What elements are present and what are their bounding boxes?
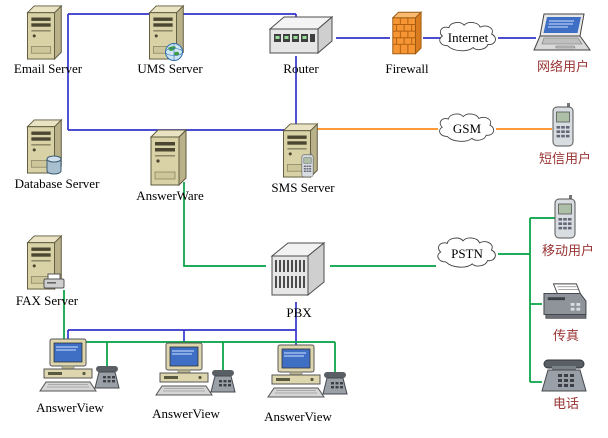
router-icon (266, 14, 336, 56)
answerview-2-label: AnswerView (152, 406, 220, 421)
pstn-cloud: PSTN (434, 234, 500, 274)
sms-user-label: 短信用户 (538, 151, 592, 166)
gsm-label: GSM (452, 121, 482, 136)
database-server-label: Database Server (14, 176, 100, 191)
fax-server-printer-icon (42, 272, 66, 292)
answerview-2-computer-icon (152, 342, 216, 400)
answerware-label: AnswerWare (136, 188, 204, 203)
fax-machine-icon (538, 282, 590, 324)
internet-label: Internet (447, 30, 489, 45)
sms-user-phone-icon (550, 102, 576, 148)
fax-server-label: FAX Server (15, 293, 79, 308)
pstn-label: PSTN (451, 246, 483, 261)
email-server-icon (18, 4, 64, 60)
database-cylinder-icon (44, 154, 64, 176)
answerview-3-label: AnswerView (264, 409, 332, 424)
ums-server-label: UMS Server (137, 61, 203, 76)
pstn-links (63, 182, 556, 383)
globe-icon (164, 42, 184, 62)
answerview-3-phone-icon (320, 370, 350, 396)
internet-cloud: Internet (436, 18, 500, 58)
answerware-icon (142, 128, 188, 186)
fax-label: 传真 (552, 328, 580, 343)
mobile-user-label: 移动用户 (541, 243, 595, 258)
pbx-label: PBX (286, 305, 312, 320)
network-user-label: 网络用户 (536, 59, 590, 74)
answerview-1-computer-icon (36, 338, 100, 396)
answerview-3-computer-icon (264, 344, 328, 402)
answerview-1-phone-icon (92, 364, 122, 390)
sms-server-label: SMS Server (271, 180, 335, 195)
firewall-icon (389, 10, 423, 56)
gsm-cloud: GSM (436, 110, 498, 148)
sms-server-phone-icon (300, 152, 315, 178)
firewall-label: Firewall (385, 61, 429, 76)
mobile-user-phone-icon (552, 194, 578, 240)
laptop-icon (532, 12, 594, 56)
email-server-label: Email Server (13, 61, 83, 76)
pbx-icon (266, 240, 330, 302)
answerview-2-phone-icon (208, 368, 238, 394)
telephone-label: 电话 (552, 396, 580, 411)
telephone-icon (538, 358, 590, 394)
router-label: Router (283, 61, 319, 76)
answerview-1-label: AnswerView (36, 400, 104, 415)
